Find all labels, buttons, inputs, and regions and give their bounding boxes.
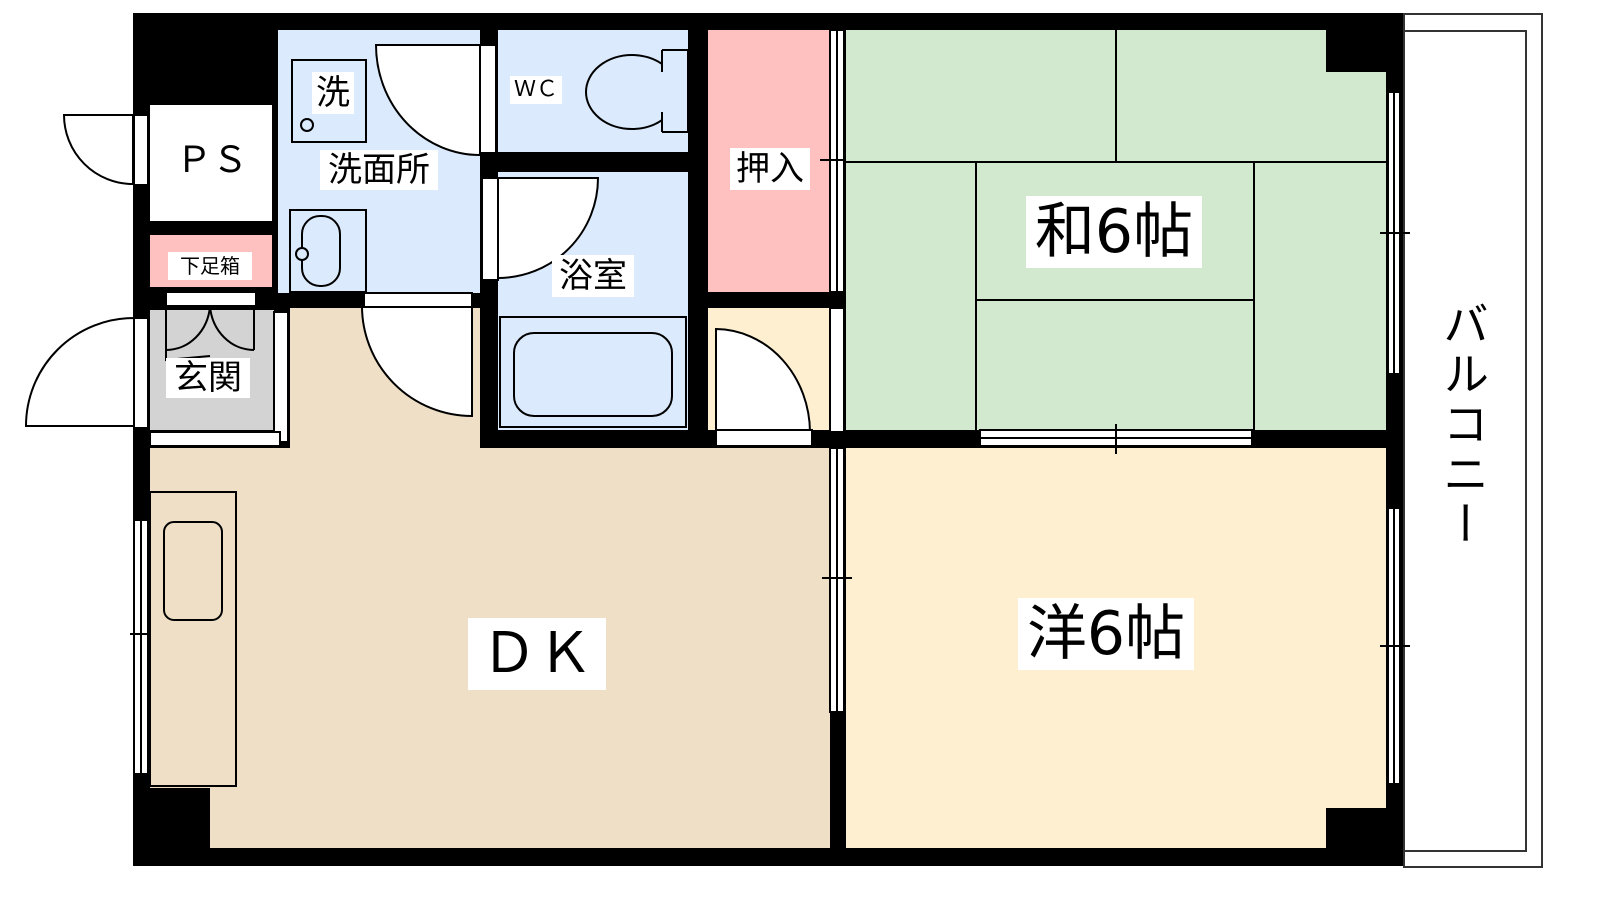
washroom-label: 洗面所	[320, 150, 438, 190]
bathroom-label: 浴室	[552, 255, 634, 297]
washer-label: 洗	[312, 72, 354, 114]
western-room-corner-pillar	[1326, 808, 1388, 850]
western-room-label: 洋6帖	[1018, 598, 1194, 670]
japanese-room-corner-pillar	[1326, 30, 1388, 72]
balcony-label: バルコニー	[1436, 300, 1490, 550]
entrance-label: 玄関	[166, 358, 250, 398]
ps-label: ＰＳ	[170, 140, 254, 182]
balcony	[1403, 13, 1543, 868]
balcony-inner-rail	[1403, 30, 1527, 852]
dk-label: ＤＫ	[468, 618, 606, 690]
japanese-room-label: 和6帖	[1026, 196, 1202, 268]
dk-corner-pillar	[150, 788, 210, 848]
shoe-box-label: 下足箱	[168, 252, 252, 280]
closet-label: 押入	[730, 148, 810, 190]
wc-label: ＷＣ	[510, 76, 562, 104]
